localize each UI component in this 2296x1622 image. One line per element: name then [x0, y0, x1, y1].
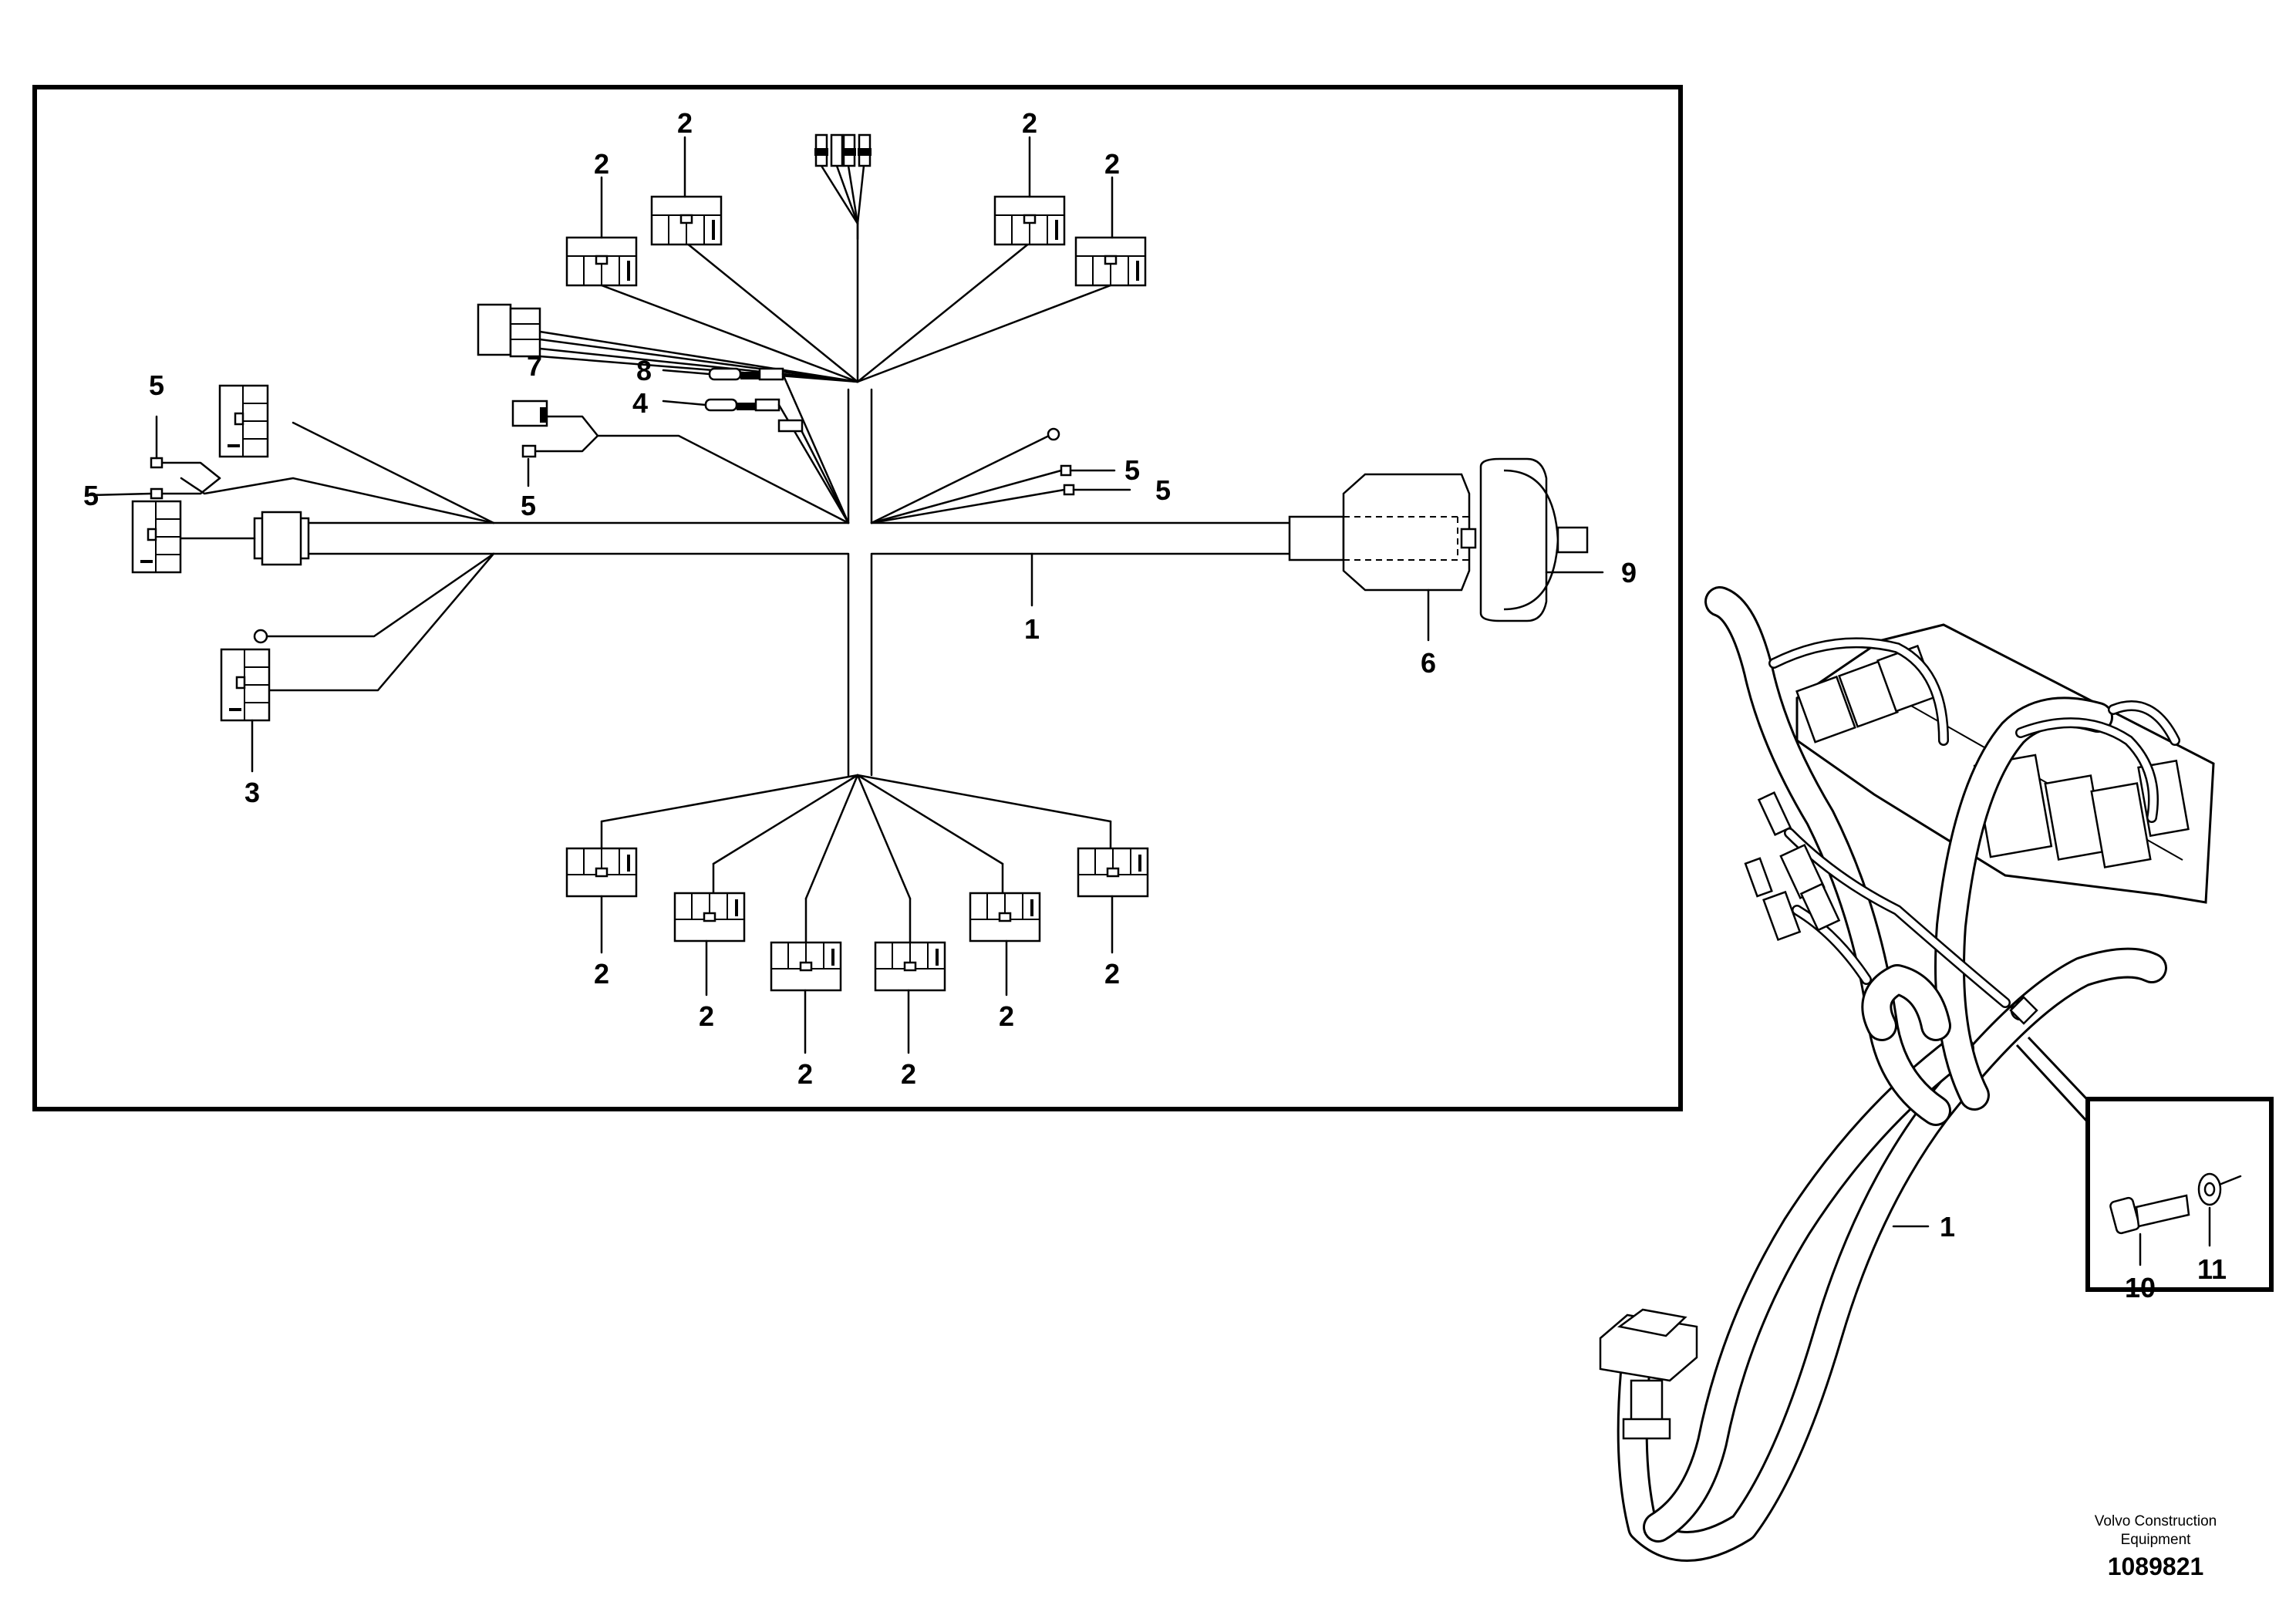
callout-terminal-b: 5 — [83, 480, 99, 511]
callout-harness-overview: 1 — [1940, 1211, 1955, 1243]
connector-left-lower — [220, 648, 271, 722]
connector-top-a — [565, 236, 638, 287]
connector-left-upper — [218, 384, 269, 458]
connector-bottom-b — [673, 892, 746, 943]
callout-grommet: 9 — [1621, 557, 1637, 588]
connector-bottom-e — [969, 892, 1041, 943]
callout-connector-bottom-b: 2 — [699, 1000, 714, 1032]
callout-bolt: 10 — [2125, 1272, 2156, 1303]
left-end-connector — [131, 500, 182, 574]
washer-icon — [2197, 1172, 2242, 1206]
connector-bottom-c — [770, 941, 842, 992]
callout-connector-bottom-e: 2 — [999, 1000, 1014, 1032]
callout-terminal-d: 5 — [1124, 454, 1140, 486]
connector-top-c — [993, 195, 1066, 246]
harness-overview-illustration — [1599, 586, 2215, 1562]
right-upper-terminals — [870, 427, 1131, 524]
callout-washer: 11 — [2197, 1253, 2227, 1285]
callout-connector-top-b: 2 — [677, 107, 693, 139]
callout-connector-top-c: 2 — [1022, 107, 1037, 139]
credit-line-1: Volvo Construction — [2095, 1513, 2217, 1529]
connector-bottom-d — [874, 941, 946, 992]
bolt-detail-callout — [2015, 1036, 2274, 1292]
plug-connector — [477, 303, 541, 358]
left-lower-branches — [253, 552, 495, 692]
lower-branches — [600, 774, 1112, 944]
left-upper-branches — [150, 415, 495, 524]
callout-relay: 7 — [527, 350, 542, 382]
callout-terminal-c: 5 — [521, 490, 536, 521]
connector-bottom-f — [1077, 847, 1149, 898]
callout-harness: 1 — [1024, 613, 1040, 645]
harness-trunk — [307, 388, 1291, 777]
callout-connector-bottom-c: 2 — [797, 1058, 813, 1090]
trunk-left-connector — [177, 511, 310, 566]
upper-branches — [538, 164, 1112, 383]
bolt-icon — [2109, 1194, 2190, 1235]
callout-bulkhead-connector: 6 — [1421, 647, 1436, 679]
callout-connector-bottom-f: 2 — [1104, 958, 1120, 990]
fuse-holder-branches — [662, 367, 850, 524]
terminal-bundle-top — [814, 133, 872, 167]
credit-line-2: Equipment — [2121, 1532, 2192, 1548]
connector-bottom-a — [565, 847, 638, 898]
leader-lines — [87, 136, 1604, 1054]
relay-branch — [511, 400, 850, 524]
callout-terminal-a: 5 — [149, 369, 164, 401]
callout-fuse-holder-b: 8 — [636, 355, 652, 386]
bulkhead-connector — [1288, 473, 1477, 592]
callout-connector-top-d: 2 — [1104, 148, 1120, 180]
drawing-number: 1089821 — [2108, 1553, 2204, 1580]
callout-connector-top-a: 2 — [594, 148, 609, 180]
connector-top-b — [650, 195, 723, 246]
grommet — [1479, 457, 1589, 622]
connector-top-d — [1074, 236, 1147, 287]
detail-frame — [32, 85, 1683, 1111]
callout-fuse-holder: 4 — [632, 387, 648, 419]
callout-connector-bottom-a: 2 — [594, 958, 609, 990]
callout-connector-bottom-d: 2 — [901, 1058, 916, 1090]
callout-terminal-e: 5 — [1155, 474, 1171, 506]
callout-connector-left: 3 — [244, 777, 260, 808]
